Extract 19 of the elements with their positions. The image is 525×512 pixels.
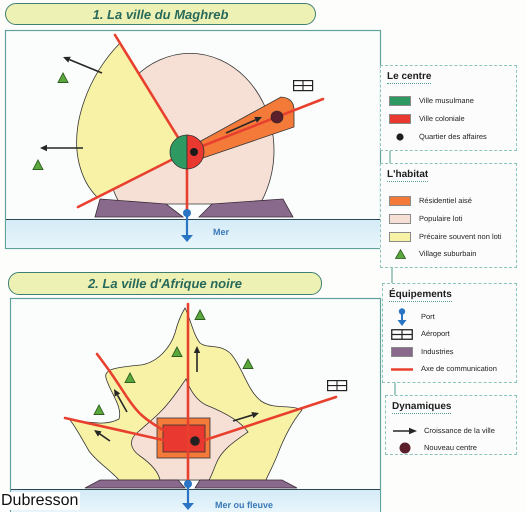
banner-title: 1. La ville du Maghreb <box>92 6 228 22</box>
legend-panel <box>380 65 517 151</box>
legend-heading: Dynamiques <box>392 401 452 414</box>
legend-panel <box>382 283 517 383</box>
title-banner <box>5 3 316 25</box>
title-banner <box>8 272 322 295</box>
sea-band <box>6 219 381 248</box>
connector-line <box>391 268 393 283</box>
legend-heading: Équipements <box>389 289 452 302</box>
water-label: Mer ou fleuve <box>215 500 274 511</box>
water-label: Mer <box>213 227 230 238</box>
legend-heading: Le centre <box>387 71 432 84</box>
legend-heading: L'habitat <box>387 169 428 182</box>
connector-line <box>389 151 391 163</box>
source-credit: Dubresson <box>1 492 80 510</box>
legend-panel <box>385 395 517 455</box>
banner-title: 2. La ville d'Afrique noire <box>88 276 242 291</box>
legend-panel <box>380 163 517 268</box>
connector-line <box>394 383 396 395</box>
